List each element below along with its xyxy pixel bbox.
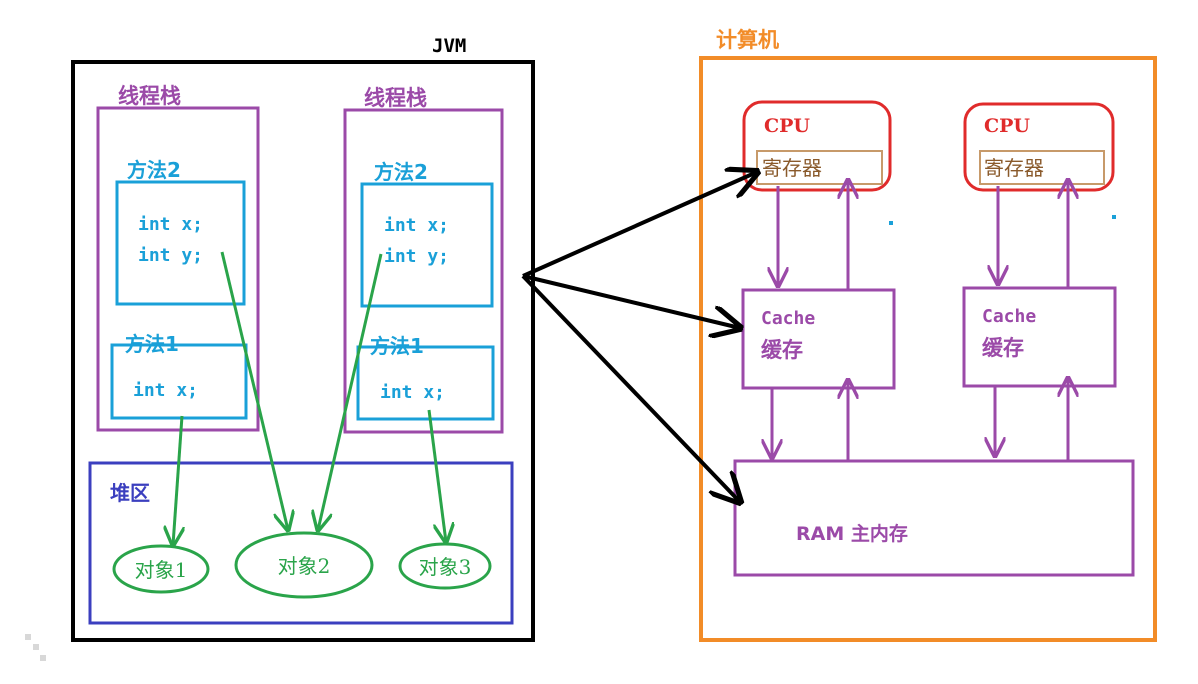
cpu-1: CPU 寄存器 xyxy=(742,100,892,192)
register-2-label: 寄存器 xyxy=(984,156,1044,180)
ref-arrow-method1-left-object1 xyxy=(173,415,182,545)
thread-stack-right-title: 线程栈 xyxy=(364,86,427,110)
cache-2: Cache 缓存 xyxy=(962,286,1117,388)
method1-left-line1: int x; xyxy=(133,380,198,401)
memory-flow-arrows xyxy=(772,180,1068,461)
method1-right-line1: int x; xyxy=(380,382,445,403)
computer-box: 计算机 xyxy=(699,28,1157,642)
map-arrow-to-ram xyxy=(521,274,740,502)
method2-right-title: 方法2 xyxy=(374,160,428,184)
method1-left-title: 方法1 xyxy=(125,332,179,356)
method2-left: 方法2 int x; int y; xyxy=(115,158,246,306)
object2-ellipse xyxy=(234,531,374,599)
object1-ellipse xyxy=(112,544,210,594)
thread-stack-left-title: 线程栈 xyxy=(118,84,181,108)
jvm-to-hardware-arrows xyxy=(521,172,757,502)
map-arrow-to-register xyxy=(522,172,757,278)
method1-right-title: 方法1 xyxy=(370,334,424,358)
ref-arrow-method2-left-object2 xyxy=(220,251,288,530)
method1-right: 方法1 int x; xyxy=(356,334,495,421)
reference-arrows xyxy=(173,251,446,545)
ram-box: RAM 主内存 xyxy=(733,459,1135,577)
method2-left-line1: int x; xyxy=(138,214,203,235)
ref-arrow-method1-right-object3 xyxy=(427,409,446,542)
register-2-box xyxy=(979,150,1105,185)
cpu-2-title: CPU xyxy=(984,115,1030,137)
jvm-title: JVM xyxy=(432,35,466,57)
object3-label: 对象3 xyxy=(419,555,472,579)
ram-label: RAM 主内存 xyxy=(796,522,908,545)
register-1-label: 寄存器 xyxy=(762,156,822,180)
dot-decoration-1 xyxy=(889,221,893,225)
method2-right-line2: int y; xyxy=(384,246,449,267)
cache-1-line2: 缓存 xyxy=(761,338,803,362)
map-arrow-to-cache xyxy=(522,274,740,328)
method2-left-title: 方法2 xyxy=(127,158,181,182)
object1-label: 对象1 xyxy=(135,558,188,582)
method2-left-line2: int y; xyxy=(138,245,203,266)
ref-arrow-method2-right-object2 xyxy=(318,253,383,530)
dot-decoration-2 xyxy=(1112,215,1116,219)
heap-area: 堆区 对象1 对象2 对象3 xyxy=(88,461,514,625)
cache-1: Cache 缓存 xyxy=(741,288,896,390)
method1-left: 方法1 int x; xyxy=(110,332,248,420)
corner-marks xyxy=(25,634,46,661)
computer-title: 计算机 xyxy=(716,28,779,52)
cache-1-line1: Cache xyxy=(761,308,815,329)
cpu-2: CPU 寄存器 xyxy=(963,102,1115,192)
method2-right-line1: int x; xyxy=(384,215,449,236)
thread-stack-left: 线程栈 方法2 int x; int y; 方法1 int x; xyxy=(96,84,260,432)
cpu-1-title: CPU xyxy=(764,115,810,137)
cache-2-line2: 缓存 xyxy=(982,336,1024,360)
jvm-box: JVM xyxy=(71,35,535,642)
object2-label: 对象2 xyxy=(278,554,331,578)
cache-2-line1: Cache xyxy=(982,306,1036,327)
thread-stack-right: 线程栈 方法2 int x; int y; 方法1 int x; xyxy=(343,86,504,434)
heap-title: 堆区 xyxy=(110,481,150,505)
method2-right: 方法2 int x; int y; xyxy=(360,160,494,308)
